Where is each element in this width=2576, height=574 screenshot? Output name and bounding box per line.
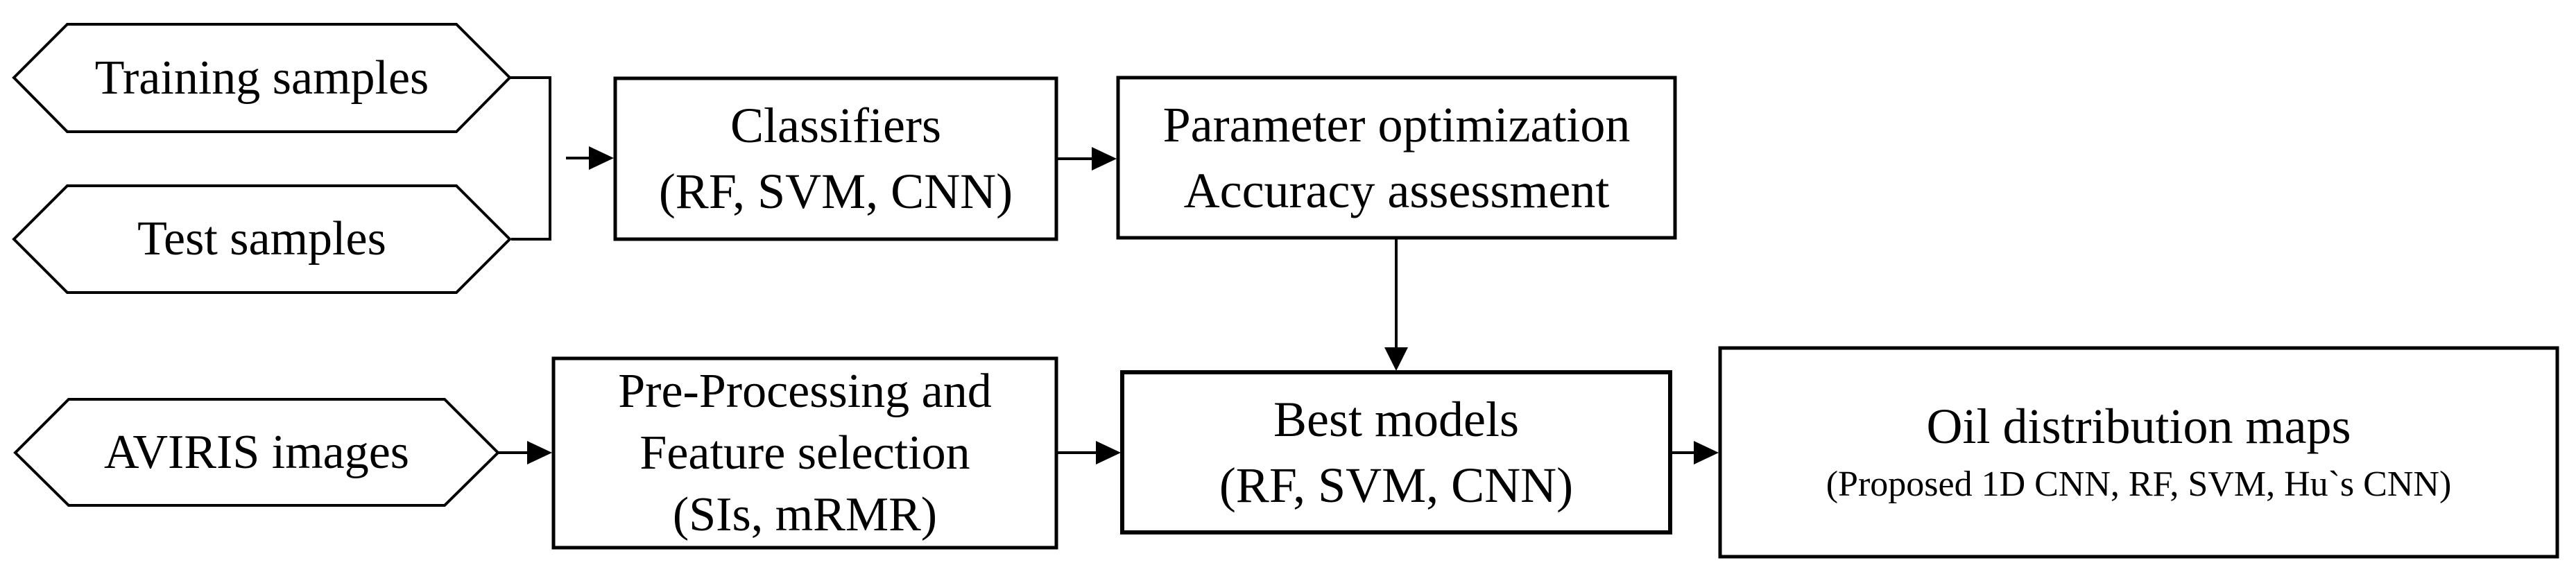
node-label-line: Oil distribution maps [1926,399,2351,454]
oil-maps-box [1718,346,2559,559]
node-parameter-optimization: Parameter optimization Accuracy assessme… [1118,78,1675,238]
node-label-line: (SIs, mRMR) [672,488,938,541]
parameter-optimization-box [1116,76,1677,240]
node-best-models: Best models (RF, SVM, CNN) [1122,372,1670,532]
arrowhead-parameter-to-best-models [1384,347,1408,371]
test-samples-hexagon [12,184,512,294]
node-label-line: Parameter optimization [1162,96,1631,153]
node-classifiers: Classifiers (RF, SVM, CNN) [615,78,1056,239]
node-oil-maps: Oil distribution maps (Proposed 1D CNN, … [1720,348,2557,557]
node-label: Training samples [94,51,429,105]
node-label-line: Feature selection [639,426,970,480]
node-training-samples: Training samples [14,24,510,132]
node-label-line: Best models [1273,391,1519,447]
node-aviris-images: AVIRIS images [15,399,498,505]
node-label-line: Pre-Processing and [618,365,992,418]
node-preprocessing: Pre-Processing and Feature selection (SI… [553,358,1056,548]
node-label-line: Classifiers [730,98,941,153]
arrowhead-preprocessing-to-best-models [1096,441,1121,464]
node-label: AVIRIS images [103,425,410,479]
arrowhead-classifiers-to-parameter [1092,147,1117,171]
node-label-line: (RF, SVM, CNN) [658,164,1013,219]
node-label: Test samples [137,212,386,266]
node-label-line: (RF, SVM, CNN) [1219,457,1574,513]
samples-merge-bracket [510,76,551,241]
node-test-samples: Test samples [14,186,510,293]
arrowhead-best-models-to-oil-maps [1694,441,1719,464]
arrowhead-samples-to-classifiers [589,146,614,170]
arrowhead-aviris-to-preprocessing [527,441,552,464]
node-label-line: (Proposed 1D CNN, RF, SVM, Hu`s CNN) [1826,464,2452,504]
node-label-line: Accuracy assessment [1183,162,1610,218]
